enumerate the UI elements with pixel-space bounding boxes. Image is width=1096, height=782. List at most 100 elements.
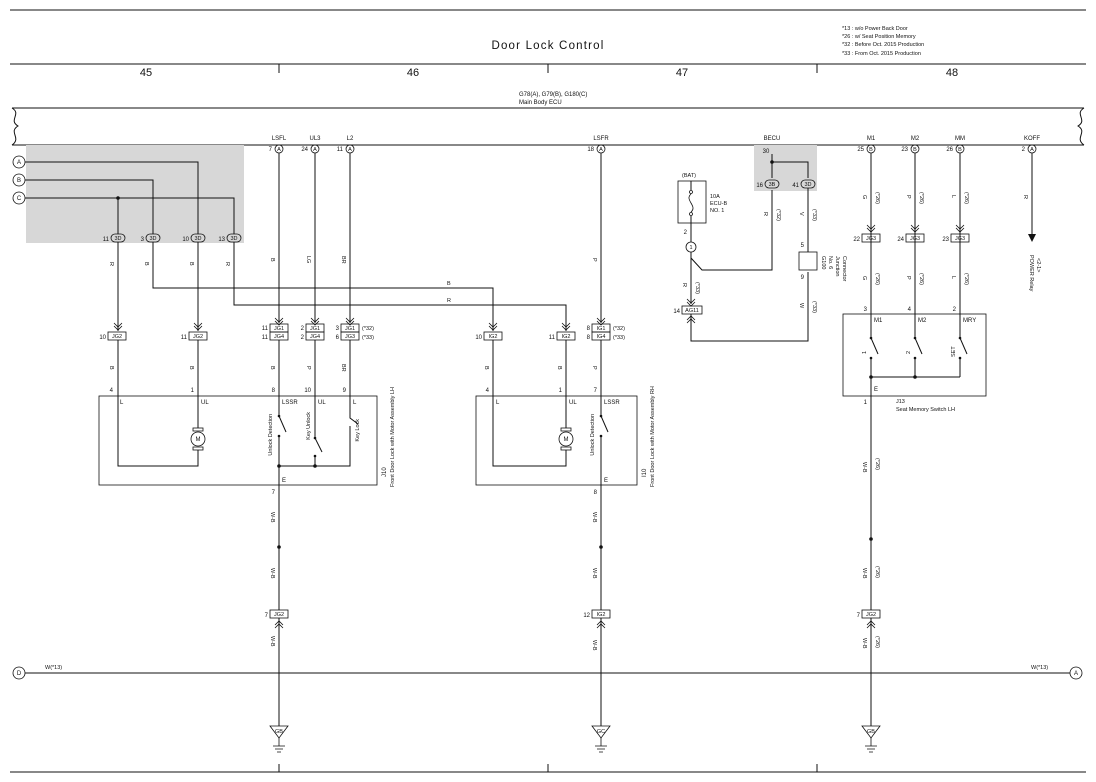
junction-label: JG3 (345, 334, 355, 340)
terminal-conn: B (913, 147, 917, 153)
door-term: E (604, 478, 608, 484)
c-pin: 13 (218, 237, 225, 243)
wire-color: W-B (861, 568, 867, 579)
seat-pin: 3 (864, 307, 868, 313)
junction-pin: 14 (673, 309, 680, 315)
wire-color: LG (305, 256, 311, 263)
note-33: (*33) (362, 335, 374, 341)
note-26: (*26) (874, 273, 880, 285)
offpage-d-a: D A W(*13) W(*13) (12, 665, 1083, 680)
wire-color: W-B (269, 568, 275, 579)
junction-label: JG1 (274, 326, 284, 332)
terminal-name: M1 (867, 136, 876, 142)
wire-color: W-B (269, 636, 275, 647)
note-32: (*32) (775, 209, 781, 221)
junction-pin: 11 (262, 335, 269, 341)
note-13: *13 : w/o Power Back Door (842, 26, 908, 32)
wire-w13-right: W(*13) (1031, 665, 1048, 671)
junction-label: IG2 (597, 612, 606, 618)
junction-pin: 12 (583, 613, 590, 619)
junction-label: JG1 (310, 326, 320, 332)
door-term: LSSR (282, 400, 298, 406)
fuse-name1: ECU-B (710, 201, 727, 207)
wire-color: W-B (269, 512, 275, 523)
note-26: (*26) (874, 458, 880, 470)
jc-line2: No. 6 (827, 256, 833, 269)
terminal-conn: A (599, 147, 603, 153)
junction-pin: 2 (301, 326, 305, 332)
junction-pin: 7 (857, 613, 861, 619)
wire-color: B (269, 366, 275, 370)
ground-gc: GC (591, 725, 611, 753)
power-relay-line2: <2-1> (1035, 258, 1041, 272)
column-45: 45 (140, 67, 152, 79)
ecu-connector-names: G78(A), G79(B), G180(C) (519, 92, 587, 98)
door-lh-name: Front Door Lock with Motor Assembly LH (390, 387, 396, 487)
terminal-name: M2 (911, 136, 920, 142)
wire-color: V (798, 212, 804, 216)
door-pin: 7 (594, 388, 598, 394)
seat-term: MRY (963, 318, 976, 324)
ground-label: GC (597, 729, 605, 735)
note-26: (*26) (918, 273, 924, 285)
wire-color: BR (340, 364, 346, 372)
terminal-conn: A (348, 147, 352, 153)
note-33: (*33) (811, 209, 817, 221)
junction-pin: 11 (262, 326, 269, 332)
switch-key-lock: Key Lock (355, 419, 361, 442)
junction-label: JG2 (112, 334, 122, 340)
seat-pin: 4 (908, 307, 912, 313)
offpage-b: B (17, 178, 21, 184)
junction-label: JG3 (955, 236, 965, 242)
junction-pin: 6 (336, 335, 340, 341)
switch-key-unlock: Key Unlock (306, 412, 312, 440)
note-26: (*26) (874, 192, 880, 204)
door-lh-id: J10 (382, 467, 388, 477)
wire-color: P (905, 195, 911, 199)
terminal-conn: B (869, 147, 873, 153)
door-rh-name: Front Door Lock with Motor Assembly RH (650, 386, 656, 487)
column-46: 46 (407, 67, 419, 79)
door-pin: 8 (272, 388, 276, 394)
wire-color: W-B (861, 462, 867, 473)
terminal-name: LSFR (593, 136, 609, 142)
note-33: (*33) (811, 301, 817, 313)
note-33: (*33) (694, 282, 700, 294)
becu-conn: 3B (769, 182, 776, 188)
door-lock-rh: 4 1 7 L UL LSSR E M Unlock Detection I10… (475, 386, 656, 496)
terminal-name: BECU (764, 136, 781, 142)
door-term: L (120, 400, 124, 406)
terminal-pin: 25 (857, 147, 864, 153)
wire-color: R (681, 283, 687, 287)
jc-line3: Junction (834, 256, 840, 277)
wire-color: B (447, 281, 451, 287)
terminal-conn: A (1030, 147, 1034, 153)
koff-power-relay: R POWER Relay <2-1> (1022, 153, 1041, 292)
note-32: *32 : Before Oct. 2015 Production (842, 42, 924, 48)
terminal-pin: 11 (337, 147, 344, 153)
door-term: UL (569, 400, 577, 406)
motor-symbol: M (196, 437, 201, 443)
becu-shade (754, 145, 817, 191)
wire-color: B (188, 262, 194, 266)
terminal-name: KOFF (1024, 136, 1040, 142)
junction-label: JG4 (274, 334, 284, 340)
junction-pin: 3 (336, 326, 340, 332)
note-33: (*33) (613, 335, 625, 341)
wire-color: G (861, 276, 867, 280)
motor-symbol: M (564, 437, 569, 443)
door-term: UL (318, 400, 326, 406)
junction-label: JG1 (345, 326, 355, 332)
junction-label: JG3 (910, 236, 920, 242)
c-conn: 3D (194, 236, 201, 242)
fuse-bat: (BAT) (682, 173, 696, 179)
note-26: (*26) (963, 192, 969, 204)
terminal-pin: 23 (901, 147, 908, 153)
junction-pin: 8 (587, 335, 591, 341)
wire-color: R (224, 262, 230, 266)
wire-color: B (143, 262, 149, 266)
terminal-pin: 30 (763, 149, 770, 155)
door-term: L (353, 400, 357, 406)
door-lock-lh: 4 1 8 10 9 L UL LSSR UL L E M Unlock Det… (98, 387, 396, 496)
ecu-wires-46: B LG BR P (269, 153, 602, 323)
